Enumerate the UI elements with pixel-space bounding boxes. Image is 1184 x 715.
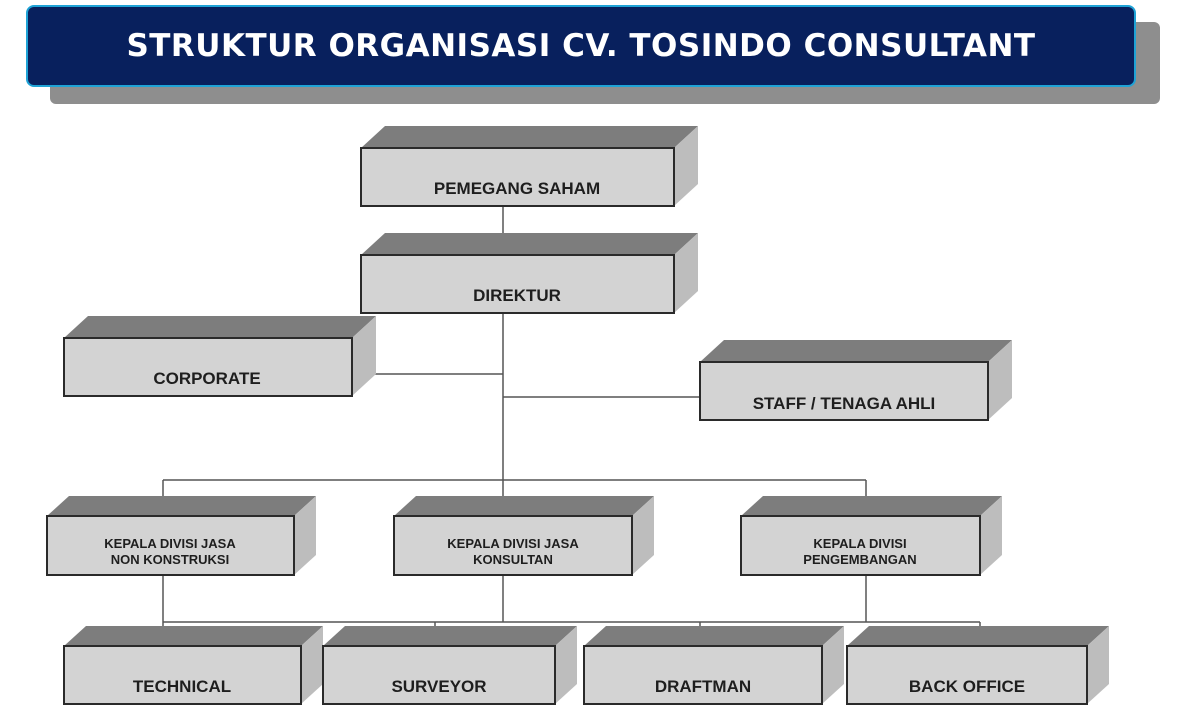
node-label: TECHNICAL xyxy=(133,677,231,696)
box-side-face xyxy=(1087,626,1109,704)
node-label: STAFF / TENAGA AHLI xyxy=(753,394,936,413)
box-side-face xyxy=(980,496,1002,575)
box-front-face xyxy=(63,645,302,705)
box-side-face xyxy=(674,233,698,313)
box-side-face xyxy=(822,626,844,704)
node-label-line: TECHNICAL xyxy=(133,677,231,696)
node-surveyor: SURVEYOR xyxy=(322,626,577,705)
box-top-face xyxy=(361,233,698,255)
node-draftman: DRAFTMAN xyxy=(583,626,844,705)
node-label-line: CORPORATE xyxy=(153,369,260,388)
box-top-face xyxy=(361,126,698,148)
node-label: SURVEYOR xyxy=(391,677,486,696)
box-front-face xyxy=(360,254,675,314)
node-label-line: DIREKTUR xyxy=(473,286,561,305)
box-top-face xyxy=(700,340,1012,362)
node-label-line: PEMEGANG SAHAM xyxy=(434,179,600,198)
box-front-face xyxy=(699,361,989,421)
node-label: BACK OFFICE xyxy=(909,677,1025,696)
box-front-face xyxy=(740,515,981,576)
box-side-face xyxy=(294,496,316,575)
box-front-face xyxy=(846,645,1088,705)
box-front-face xyxy=(322,645,556,705)
node-label-line: KONSULTAN xyxy=(473,552,553,567)
node-label-line: KEPALA DIVISI JASA xyxy=(447,536,579,551)
box-front-face xyxy=(63,337,353,397)
node-back-office: BACK OFFICE xyxy=(846,626,1109,705)
box-top-face xyxy=(64,626,323,646)
box-front-face xyxy=(393,515,633,576)
node-label-line: KEPALA DIVISI xyxy=(813,536,906,551)
box-top-face xyxy=(741,496,1002,516)
node-label-line: STAFF / TENAGA AHLI xyxy=(753,394,936,413)
node-direktur: DIREKTUR xyxy=(360,233,698,314)
node-label-line: PENGEMBANGAN xyxy=(803,552,916,567)
box-top-face xyxy=(584,626,844,646)
node-label-line: DRAFTMAN xyxy=(655,677,751,696)
box-side-face xyxy=(352,316,376,396)
node-label-line: NON KONSTRUKSI xyxy=(111,552,229,567)
box-front-face xyxy=(46,515,295,576)
node-label: CORPORATE xyxy=(153,369,260,388)
box-side-face xyxy=(555,626,577,704)
box-front-face xyxy=(360,147,675,207)
node-label: DIREKTUR xyxy=(473,286,561,305)
node-label-line: SURVEYOR xyxy=(391,677,486,696)
box-side-face xyxy=(988,340,1012,420)
node-label-line: BACK OFFICE xyxy=(909,677,1025,696)
box-top-face xyxy=(64,316,376,338)
node-label: DRAFTMAN xyxy=(655,677,751,696)
box-side-face xyxy=(632,496,654,575)
box-top-face xyxy=(847,626,1109,646)
box-top-face xyxy=(323,626,577,646)
node-technical: TECHNICAL xyxy=(63,626,323,705)
box-front-face xyxy=(583,645,823,705)
box-top-face xyxy=(47,496,316,516)
box-side-face xyxy=(301,626,323,704)
node-corporate: CORPORATE xyxy=(63,316,376,397)
node-staff-tenaga-ahli: STAFF / TENAGA AHLI xyxy=(699,340,1012,421)
box-top-face xyxy=(394,496,654,516)
page-title: STRUKTUR ORGANISASI CV. TOSINDO CONSULTA… xyxy=(126,28,1036,64)
node-label: PEMEGANG SAHAM xyxy=(434,179,600,198)
node-label-line: KEPALA DIVISI JASA xyxy=(104,536,236,551)
node-pemegang-saham: PEMEGANG SAHAM xyxy=(360,126,698,207)
title-banner: STRUKTUR ORGANISASI CV. TOSINDO CONSULTA… xyxy=(26,5,1136,87)
box-side-face xyxy=(674,126,698,206)
